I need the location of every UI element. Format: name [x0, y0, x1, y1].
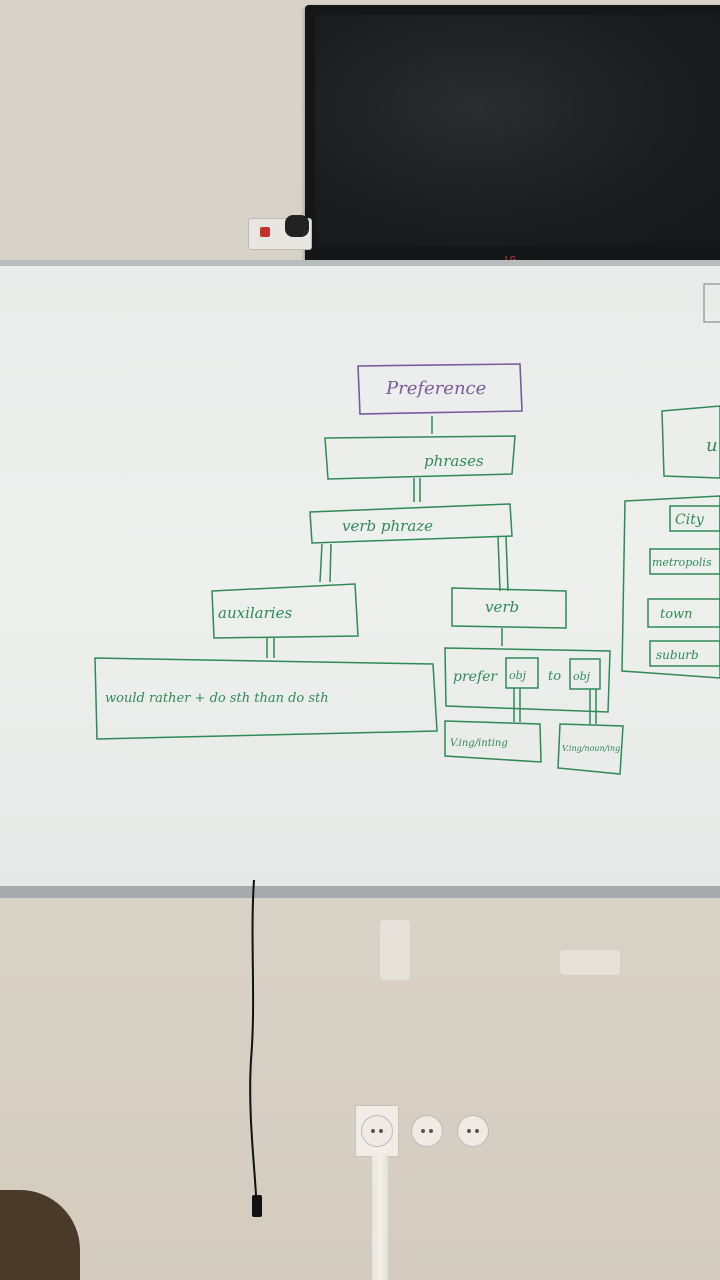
root-label: Preference [385, 378, 486, 399]
socket-3 [457, 1115, 489, 1147]
ving-box-1 [444, 720, 542, 763]
would-rather-label: would rather + do sth than do sth [105, 691, 329, 706]
city-box [669, 505, 720, 532]
side-head-label: u [706, 435, 718, 456]
side-head-box [661, 405, 720, 479]
socket-2 [411, 1115, 443, 1147]
wall-patch [560, 950, 620, 975]
suburb-box [649, 640, 720, 667]
wall-patch [380, 920, 410, 980]
power-plug [285, 215, 309, 237]
obj-box-1 [505, 657, 539, 689]
wall-repair-strip [372, 1155, 388, 1280]
verb-box [451, 587, 567, 629]
socket-1 [361, 1115, 393, 1147]
phrases-label: phrases [424, 452, 484, 470]
city-label: City [675, 512, 705, 528]
edge-box [703, 283, 720, 323]
mindmap-drawing: Preference phrases verb phraze auxilarie… [94, 283, 720, 775]
suburb-label: suburb [656, 648, 699, 662]
obj-box-2 [569, 658, 601, 690]
verb-label: verb [485, 598, 519, 616]
tv: LG [305, 5, 720, 270]
ving-label-1: V.ing/inting [450, 738, 508, 749]
obj-label-1: obj [509, 669, 527, 682]
power-switch [260, 227, 270, 237]
person-shoulder [0, 1190, 80, 1280]
side-map-box [621, 495, 720, 679]
auxilaries-box [211, 583, 359, 639]
town-label: town [660, 607, 693, 622]
whiteboard: Preference phrases verb phraze auxilarie… [0, 260, 720, 898]
verb-phrase-box [309, 503, 513, 544]
would-rather-box [94, 657, 438, 740]
ving-label-2: V.ing/noun/ing [562, 744, 620, 753]
ving-box-2 [557, 723, 624, 775]
hanging-cable [249, 880, 262, 1217]
obj-label-2: obj [573, 670, 591, 683]
metropolis-label: metropolis [652, 556, 712, 569]
town-box [647, 598, 720, 628]
prefer-box [444, 647, 611, 713]
auxilaries-label: auxilaries [218, 604, 292, 622]
verb-phrase-label: verb phraze [342, 517, 433, 535]
tv-screen [315, 15, 720, 246]
prefer-label: prefer [453, 669, 498, 685]
tv-brand-logo: LG [505, 255, 516, 264]
wall-sockets [355, 1105, 495, 1157]
to-label: to [548, 669, 561, 684]
metropolis-box [649, 548, 720, 575]
phrases-box [324, 435, 516, 480]
root-box [357, 363, 523, 415]
